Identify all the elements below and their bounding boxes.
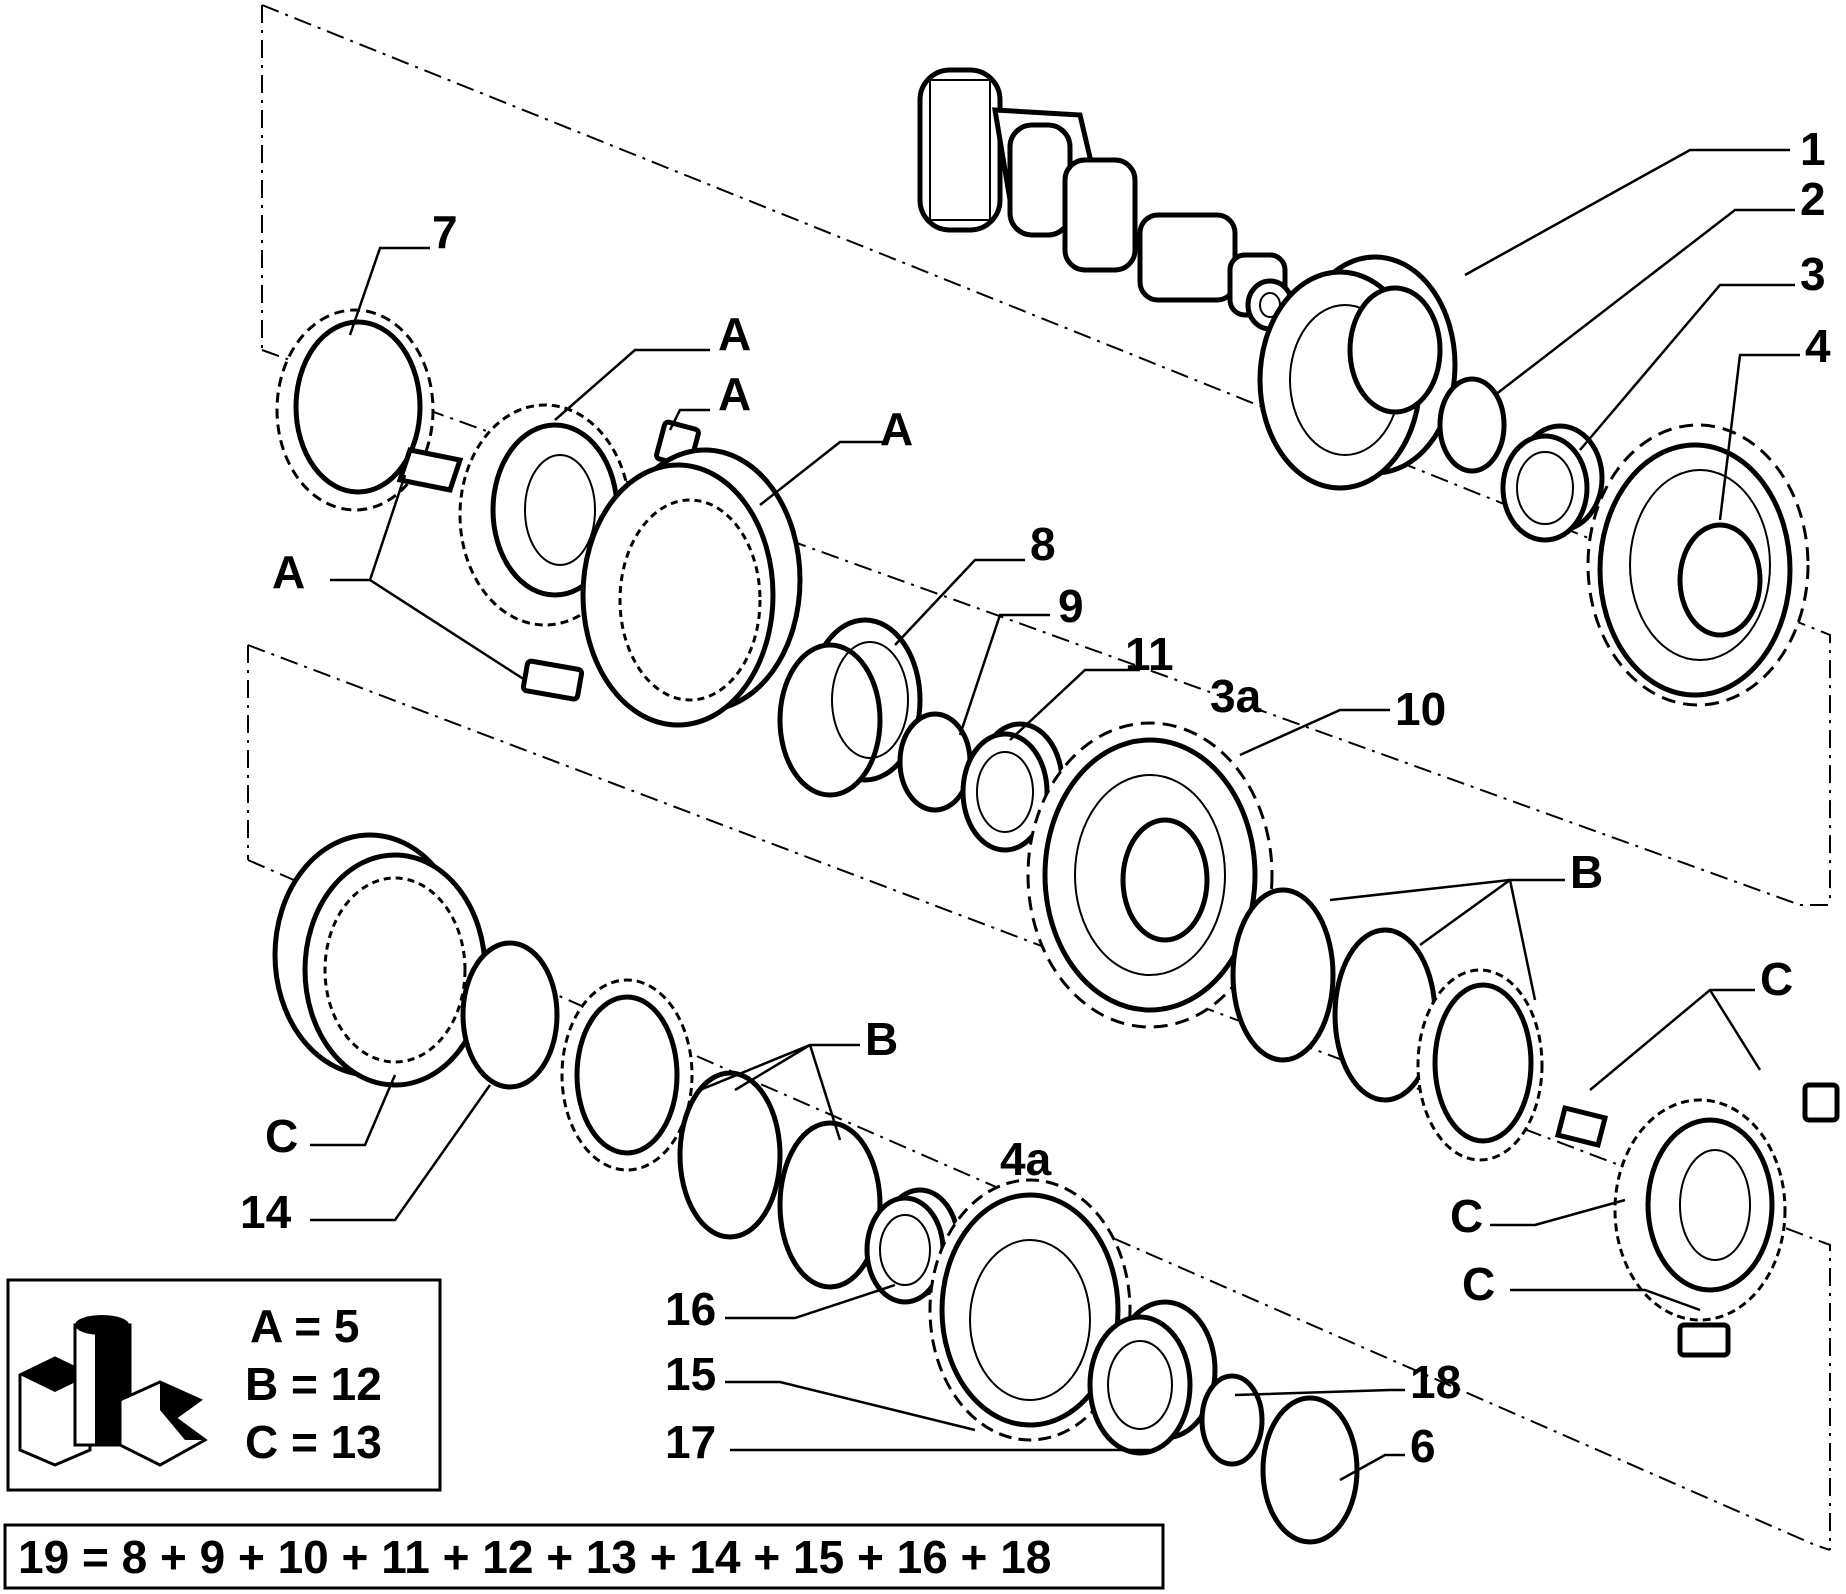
synchro-ring-part — [777, 1120, 883, 1290]
callout-4a: 4a — [1000, 1133, 1052, 1185]
circlip-part — [897, 711, 973, 813]
bearing-part — [1087, 1299, 1218, 1456]
legend-box: FIAT A = 5 B = 12 C = 13 — [6, 1278, 442, 1492]
callout-c-1: C — [1760, 953, 1793, 1005]
sliding-sleeve-part — [272, 832, 488, 1088]
assembly-boundary-lines — [247, 4, 1831, 1551]
ring-part — [460, 940, 560, 1090]
needle-bearing-part — [864, 1187, 961, 1305]
synchro-ring-part — [1416, 968, 1544, 1162]
legend-line-a: A = 5 — [250, 1300, 360, 1352]
callout-14: 14 — [240, 1186, 292, 1238]
needle-bearing-part — [1500, 423, 1605, 543]
synchro-ring-part — [560, 978, 694, 1172]
callout-b-1: B — [1570, 846, 1603, 898]
gear-part — [1586, 423, 1810, 707]
fiat-logo: FIAT — [18, 1315, 208, 1467]
gear-part — [928, 1178, 1132, 1442]
callout-labels: 1 2 3 4 7 A A A A 8 9 11 3a 10 B C C C C… — [240, 123, 1831, 1472]
callout-17: 17 — [665, 1416, 716, 1468]
callout-9: 9 — [1058, 580, 1084, 632]
key-spring-part — [520, 658, 585, 702]
callout-c-3: C — [1462, 1258, 1495, 1310]
callout-2: 2 — [1800, 173, 1826, 225]
sliding-sleeve-part — [580, 447, 803, 728]
synchro-ring-part — [677, 1070, 783, 1240]
synchro-hub-part — [1613, 1098, 1787, 1322]
shaft-part — [917, 67, 1295, 332]
legend-line-b: B = 12 — [245, 1358, 382, 1410]
gear-part — [1026, 721, 1274, 1029]
callout-16: 16 — [665, 1283, 716, 1335]
kit-formula: 19 = 8 + 9 + 10 + 11 + 12 + 13 + 14 + 15… — [18, 1531, 1051, 1583]
callout-a-2: A — [718, 368, 751, 420]
leader-lines — [310, 148, 1800, 1482]
callout-a-1: A — [718, 308, 751, 360]
legend-line-c: C = 13 — [245, 1416, 382, 1468]
key-part — [396, 447, 464, 493]
ring-part — [1260, 1395, 1360, 1545]
callout-18: 18 — [1410, 1356, 1461, 1408]
callout-4: 4 — [1805, 320, 1831, 372]
callout-1: 1 — [1800, 123, 1826, 175]
callout-6: 6 — [1410, 1420, 1436, 1472]
callout-c-2: C — [1450, 1190, 1483, 1242]
circlip-part — [1437, 376, 1507, 474]
callout-7: 7 — [432, 206, 458, 258]
callout-10: 10 — [1395, 683, 1446, 735]
callout-b-2: B — [865, 1013, 898, 1065]
kit-formula-box: 19 = 8 + 9 + 10 + 11 + 12 + 13 + 14 + 15… — [3, 1523, 1165, 1590]
bushing-part — [777, 617, 923, 798]
callout-8: 8 — [1030, 518, 1056, 570]
callout-3: 3 — [1800, 248, 1826, 300]
callout-11: 11 — [1125, 628, 1174, 680]
callout-c-4: C — [265, 1110, 298, 1162]
key-spring-part — [1677, 1322, 1731, 1358]
circlip-part — [1199, 1373, 1265, 1467]
synchro-ring-part — [275, 308, 435, 512]
svg-text:FIAT: FIAT — [104, 1354, 118, 1380]
callout-15: 15 — [665, 1348, 716, 1400]
key-part — [1554, 1104, 1609, 1149]
synchro-ring-part — [1230, 887, 1336, 1063]
callout-a-4: A — [272, 546, 305, 598]
key-spring-part — [1802, 1082, 1840, 1123]
bearing-part — [1257, 254, 1458, 491]
callout-3a: 3a — [1210, 670, 1262, 722]
callout-a-3: A — [880, 403, 913, 455]
